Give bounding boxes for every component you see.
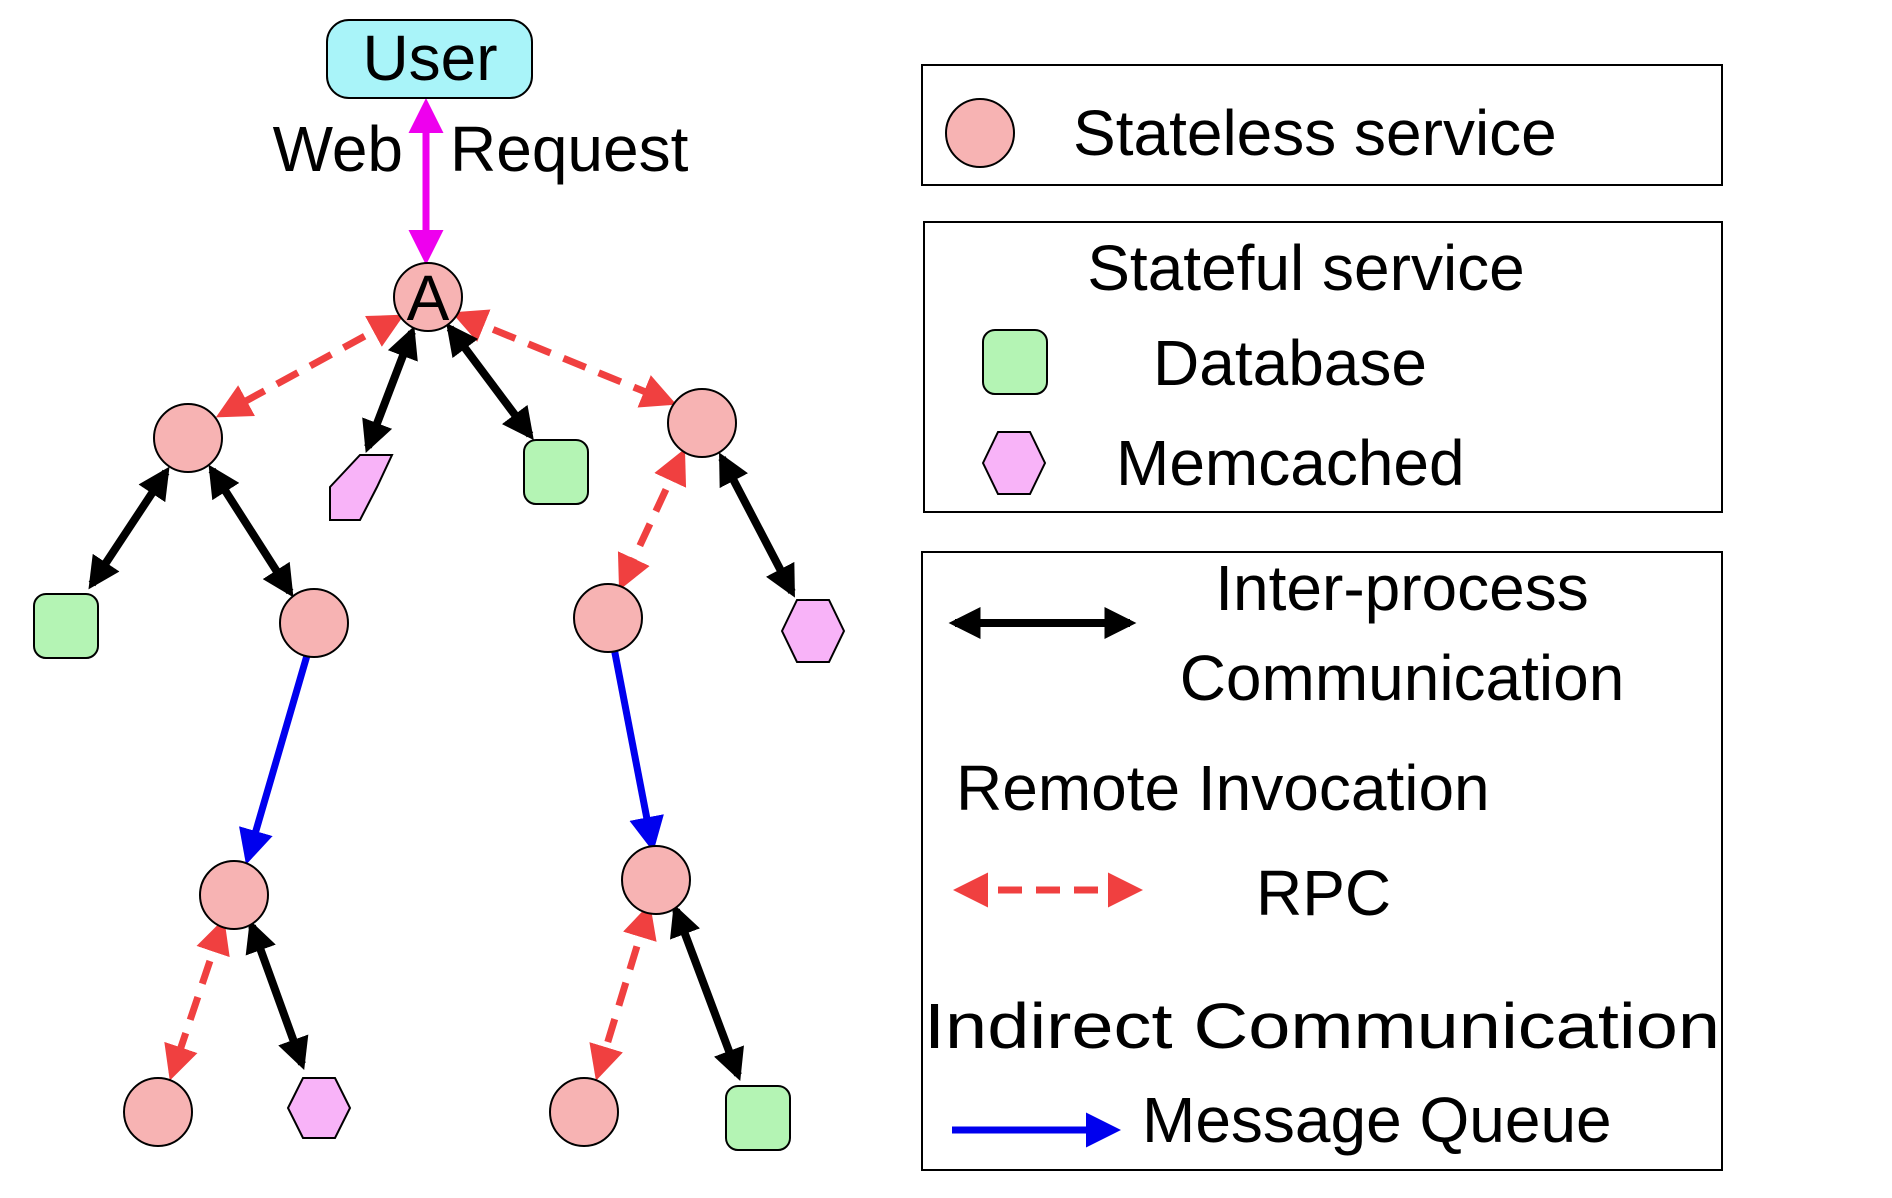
stateless-service-node xyxy=(123,1077,193,1147)
ipc-arrow xyxy=(88,466,170,590)
legend-database-icon xyxy=(982,329,1048,395)
stateless-service-node xyxy=(573,583,643,653)
legend-ipc-label-line1: Inter-process xyxy=(1215,552,1588,624)
rpc-arrow xyxy=(589,903,657,1081)
stateless-service-node xyxy=(279,588,349,658)
web-request-label-left: Web xyxy=(273,113,403,185)
root-node-label: A xyxy=(407,262,450,334)
ipc-arrow xyxy=(362,326,418,453)
legend-stateless-icon xyxy=(945,98,1015,168)
legend-memcached-icon xyxy=(981,431,1047,495)
nodes: User Web Request A xyxy=(33,19,846,1151)
memcached-node xyxy=(780,599,846,663)
message-queue-arrow xyxy=(610,647,664,852)
legend-rpc-label: RPC xyxy=(1256,857,1391,929)
memcached-node xyxy=(329,454,394,521)
legend: Stateless service Stateful service Datab… xyxy=(921,64,1723,1171)
rpc-arrow xyxy=(215,314,405,418)
legend-indirect-title: Indirect Communication xyxy=(924,990,1720,1062)
stateless-service-node xyxy=(621,845,691,915)
memcached-node xyxy=(286,1077,352,1139)
ipc-arrow xyxy=(245,919,309,1071)
legend-box-stateful xyxy=(923,221,1723,513)
database-node xyxy=(725,1085,791,1151)
message-queue-arrow xyxy=(239,651,312,865)
database-node xyxy=(523,439,589,505)
ipc-arrow xyxy=(208,464,294,598)
stateless-service-node xyxy=(153,403,223,473)
stateless-service-node xyxy=(549,1077,619,1147)
rpc-arrow xyxy=(617,448,687,591)
web-request-label-right: Request xyxy=(450,113,689,185)
legend-stateless-label: Stateless service xyxy=(1073,97,1557,169)
database-node xyxy=(33,593,99,659)
stateless-service-node xyxy=(199,860,269,930)
legend-memcached-label: Memcached xyxy=(1116,427,1465,499)
legend-box-stateless xyxy=(921,64,1723,186)
stateless-service-node xyxy=(393,262,463,332)
rpc-arrow xyxy=(164,918,230,1081)
user-label: User xyxy=(362,22,497,94)
legend-box-communication xyxy=(921,551,1723,1171)
edges xyxy=(88,98,796,1081)
legend-ipc-label-line2: Communication xyxy=(1180,642,1625,714)
legend-mq-label: Message Queue xyxy=(1142,1084,1612,1156)
legend-stateful-title: Stateful service xyxy=(1087,232,1525,304)
legend-database-label: Database xyxy=(1153,327,1427,399)
stateless-service-node xyxy=(667,388,737,458)
rpc-arrow xyxy=(451,309,677,408)
ipc-arrow xyxy=(670,904,744,1081)
user-node xyxy=(326,19,533,99)
legend-remote-title: Remote Invocation xyxy=(956,752,1490,824)
ipc-arrow xyxy=(446,322,534,441)
ipc-arrow xyxy=(718,452,796,598)
